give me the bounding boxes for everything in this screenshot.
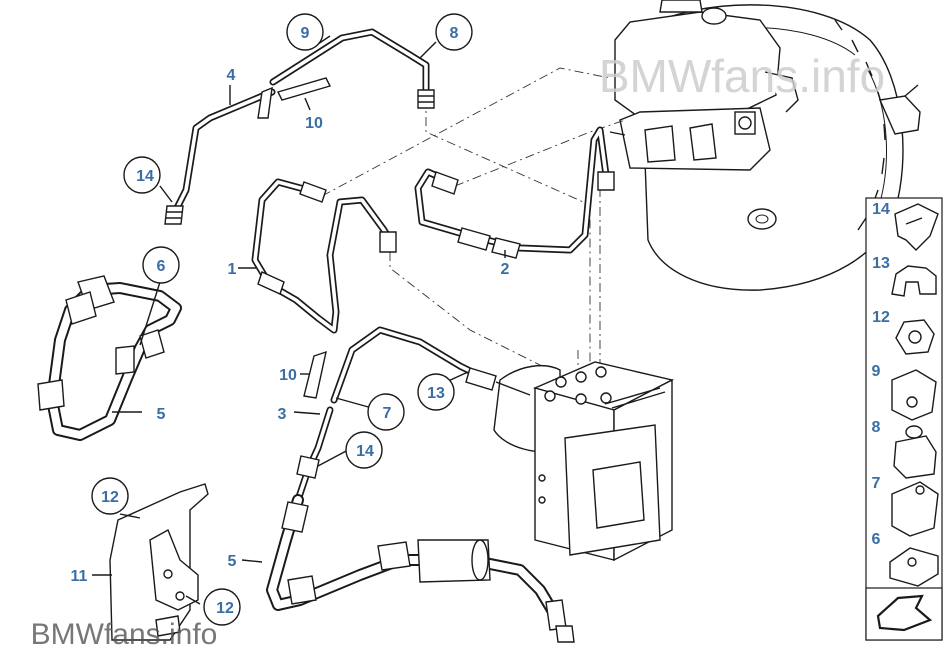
callout-8: 8 (450, 25, 459, 42)
callout-7: 7 (383, 405, 392, 422)
side-label-7: 7 (872, 475, 881, 492)
callout-5-bottom: 5 (228, 553, 237, 570)
hydraulic-unit (493, 361, 675, 562)
brake-line-2 (414, 126, 615, 259)
brake-hose-5-bottom (266, 494, 575, 643)
side-label-6: 6 (872, 531, 881, 548)
callout-10-top: 10 (305, 115, 323, 132)
callout-circle-7 (367, 393, 405, 431)
callout-circle-12a (91, 477, 129, 515)
callout-12-bottom: 12 (216, 600, 234, 617)
sleeve-10-middle (303, 350, 327, 399)
bracket-11 (109, 483, 209, 641)
side-label-9: 9 (872, 363, 881, 380)
callout-10-middle: 10 (279, 367, 297, 384)
brake-line-9-8 (269, 28, 435, 109)
callout-2: 2 (501, 261, 510, 278)
callout-12-top: 12 (101, 489, 119, 506)
side-label-12: 12 (872, 309, 890, 326)
callout-13: 13 (427, 385, 445, 402)
callout-11: 11 (71, 568, 88, 585)
callout-circle-13 (417, 373, 455, 411)
brake-line-3 (294, 406, 334, 504)
brake-line-4 (164, 88, 276, 225)
callout-5-left: 5 (157, 406, 166, 423)
callout-circle-12b (203, 588, 241, 626)
callout-6: 6 (157, 258, 166, 275)
watermark-top: BMWfans.info (599, 50, 885, 102)
arrow-icon (876, 594, 933, 632)
callout-circle-8 (435, 13, 473, 51)
side-panel: 14 13 12 9 8 7 6 (865, 197, 943, 641)
callout-14-middle: 14 (356, 443, 374, 460)
callout-9: 9 (301, 25, 310, 42)
brake-line-13 (330, 326, 531, 404)
sleeve-10-top (257, 77, 332, 119)
callout-14-left: 14 (136, 168, 154, 185)
brake-hose-5-left (37, 275, 182, 441)
side-label-14: 14 (872, 201, 890, 218)
watermark-bottom: BMWfans.info (31, 618, 218, 651)
callout-circle-6 (142, 246, 180, 284)
callout-circle-14b (345, 431, 383, 469)
callout-circle-9 (286, 13, 324, 51)
callouts: 9 8 4 10 14 6 1 2 5 10 3 7 (71, 13, 510, 626)
callout-3: 3 (278, 406, 287, 423)
master-cylinder (609, 0, 799, 171)
side-label-13: 13 (872, 255, 890, 272)
brake-line-1 (251, 178, 397, 334)
side-label-8: 8 (872, 419, 881, 436)
callout-1: 1 (228, 261, 237, 278)
callout-4: 4 (227, 67, 236, 84)
callout-circle-14a (123, 156, 161, 194)
